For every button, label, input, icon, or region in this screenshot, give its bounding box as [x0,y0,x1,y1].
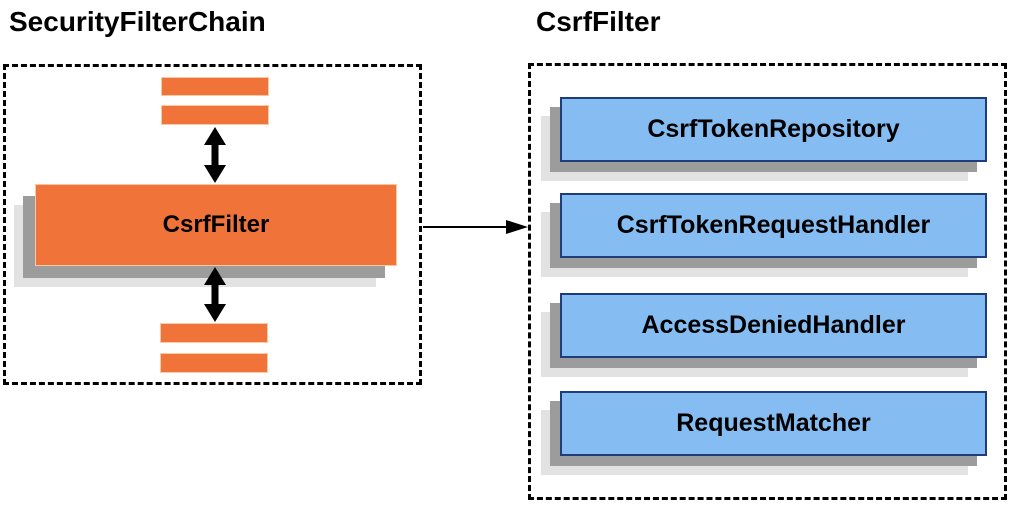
security-filter-chain-box: CsrfFilter [3,64,422,385]
double-arrow-icon [204,127,226,183]
filter-placeholder-bar [161,105,269,125]
component-box-csrf-token-repository: CsrfTokenRepository [560,97,987,162]
csrf-filter-box-label: CsrfFilter [162,211,270,238]
component-label: CsrfTokenRequestHandler [616,211,931,239]
component-box-csrf-token-request-handler: CsrfTokenRequestHandler [560,193,987,258]
filter-placeholder-bar [160,353,268,373]
double-arrow-icon [204,267,226,322]
left-panel-title: SecurityFilterChain [9,6,266,37]
csrf-filter-components-box: CsrfTokenRepository CsrfTokenRequestHand… [528,63,1007,500]
component-label: CsrfTokenRepository [647,115,900,143]
right-panel-title: CsrfFilter [536,6,661,37]
component-box-access-denied-handler: AccessDeniedHandler [560,293,987,358]
filter-placeholder-bar [161,77,269,96]
csrf-filter-box: CsrfFilter [35,184,397,266]
component-box-request-matcher: RequestMatcher [560,391,987,456]
component-label: AccessDeniedHandler [641,311,906,339]
component-label: RequestMatcher [676,409,871,437]
filter-placeholder-bar [160,323,268,343]
flow-arrow-icon [423,220,528,234]
